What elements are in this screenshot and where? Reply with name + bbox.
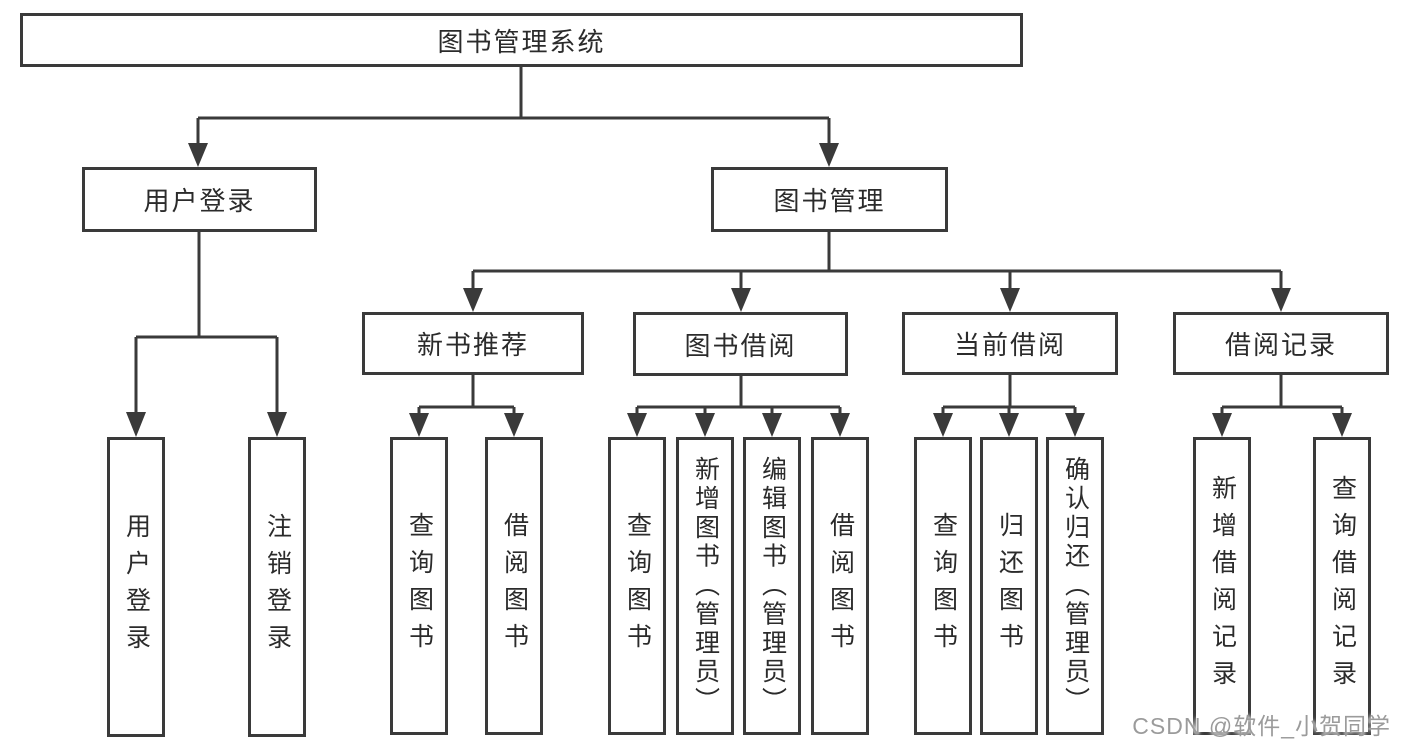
leaf-confirm-return-admin: 确认归还（管理员） — [1046, 437, 1104, 735]
node-borrow-records: 借阅记录 — [1173, 312, 1389, 375]
node-new-book-recommend: 新书推荐 — [362, 312, 584, 375]
leaf-add-borrow-record: 新增借阅记录 — [1193, 437, 1251, 735]
node-book-management: 图书管理 — [711, 167, 948, 232]
leaf-borrow-books: 借阅图书 — [811, 437, 869, 735]
leaf-query-books-recommend: 查询图书 — [390, 437, 448, 735]
leaf-add-books-admin-label: 新增图书（管理员） — [691, 456, 720, 716]
leaf-logout-label: 注销登录 — [263, 513, 292, 661]
leaf-query-borrow-record: 查询借阅记录 — [1313, 437, 1371, 735]
leaf-query-books-recommend-label: 查询图书 — [405, 512, 434, 660]
node-book-borrow-label: 图书借阅 — [684, 330, 797, 361]
arrowheads — [126, 143, 1352, 437]
leaf-logout: 注销登录 — [248, 437, 306, 737]
node-new-book-recommend-label: 新书推荐 — [416, 330, 529, 360]
node-user-login-label: 用户登录 — [143, 186, 256, 216]
leaf-query-books-current: 查询图书 — [914, 437, 972, 735]
leaf-query-books-borrow: 查询图书 — [608, 437, 666, 735]
node-book-management-label: 图书管理 — [773, 186, 886, 216]
leaf-borrow-books-recommend: 借阅图书 — [485, 437, 543, 735]
leaf-edit-books-admin: 编辑图书（管理员） — [743, 437, 801, 735]
leaf-add-books-admin: 新增图书（管理员） — [676, 437, 734, 735]
node-library-system: 图书管理系统 — [20, 13, 1023, 67]
leaf-user-login-label: 用户登录 — [122, 513, 151, 661]
node-borrow-records-label: 借阅记录 — [1224, 330, 1337, 360]
leaf-user-login: 用户登录 — [107, 437, 165, 737]
csdn-watermark: CSDN @软件_小贺同学 — [1132, 713, 1391, 739]
node-current-borrow-label: 当前借阅 — [953, 330, 1066, 360]
leaf-add-borrow-record-label: 新增借阅记录 — [1208, 475, 1237, 697]
leaf-return-books-label: 归还图书 — [995, 512, 1024, 660]
leaf-query-books-borrow-label: 查询图书 — [623, 512, 652, 660]
leaf-query-borrow-record-label: 查询借阅记录 — [1328, 475, 1357, 697]
node-current-borrow: 当前借阅 — [902, 312, 1118, 375]
leaf-confirm-return-admin-label: 确认归还（管理员） — [1061, 456, 1090, 716]
leaf-borrow-books-label: 借阅图书 — [826, 512, 855, 660]
leaf-query-books-current-label: 查询图书 — [929, 512, 958, 660]
node-book-borrow: 图书借阅 — [633, 312, 848, 376]
leaf-borrow-books-recommend-label: 借阅图书 — [500, 512, 529, 660]
node-library-system-label: 图书管理系统 — [437, 26, 606, 57]
node-user-login: 用户登录 — [82, 167, 317, 232]
leaf-edit-books-admin-label: 编辑图书（管理员） — [758, 456, 787, 716]
leaf-return-books: 归还图书 — [980, 437, 1038, 735]
